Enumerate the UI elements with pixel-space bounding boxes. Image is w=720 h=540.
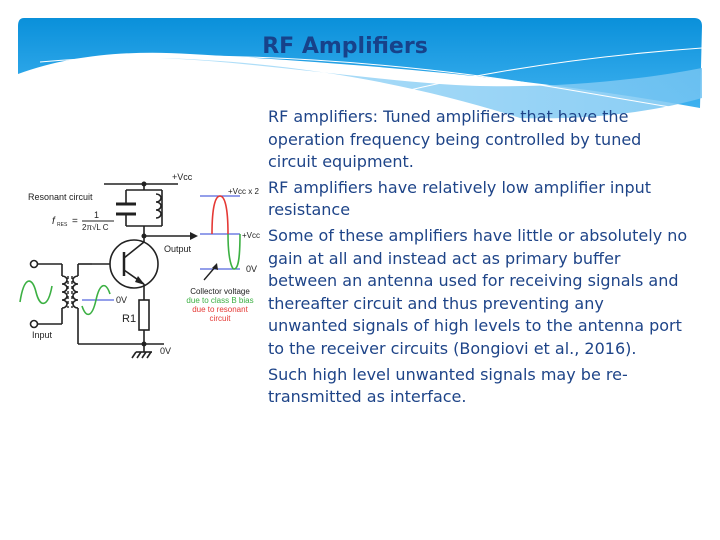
caption-class-b-bias: due to class B bias (186, 296, 253, 305)
bullet-item: RF amplifiers have relatively low amplif… (268, 177, 652, 220)
label-resonant-circuit: Resonant circuit (28, 192, 93, 202)
collector-wave-resonant (211, 195, 229, 235)
transistor-body (109, 239, 159, 289)
header-line-2 (329, 47, 703, 113)
slide-title: RF Amplifiers (262, 34, 428, 59)
formula-numerator: 1 (94, 210, 99, 220)
input-terminal-top (29, 259, 39, 269)
bullet-item: Such high level unwanted signals may be … (268, 364, 628, 407)
output-arrow (190, 232, 198, 240)
label-0v-ground: 0V (160, 346, 171, 356)
secondary-sine-wave (81, 284, 111, 316)
label-0v-level: 0V (246, 264, 257, 274)
input-sine-wave (19, 280, 53, 305)
header-wave-banner (18, 18, 703, 119)
label-vcc: +Vcc (172, 172, 193, 182)
bullet-list: RF amplifiers: Tuned amplifiers that hav… (268, 106, 688, 412)
resistor-r1 (138, 299, 150, 331)
bullet-item: Some of these amplifiers have little or … (268, 225, 688, 358)
emitter-arrow (135, 276, 145, 285)
label-vcc-level: +Vcc (242, 231, 260, 240)
input-terminal-bottom (29, 319, 39, 329)
label-0v-input: 0V (116, 295, 127, 305)
header-line-1 (39, 55, 703, 113)
collector-wave-class-b (227, 233, 241, 270)
formula-denominator: 2π√L C (82, 223, 109, 232)
bullet-item: RF amplifiers: Tuned amplifiers that hav… (268, 107, 642, 172)
caption-circuit: circuit (210, 314, 232, 323)
caption-collector-voltage: Collector voltage (190, 287, 250, 296)
formula-f: f (52, 216, 56, 227)
inductor-coil (155, 193, 162, 219)
primary-coil (61, 275, 68, 309)
label-r1: R1 (122, 313, 136, 325)
label-vcc-x2: +Vcc x 2 (228, 187, 259, 196)
formula-equals: = (72, 216, 78, 227)
caption-resonant: due to resonant (192, 305, 248, 314)
rf-amplifier-circuit-diagram: +Vcc Resonant circuit f RES = 1 2π√L C O… (19, 172, 260, 359)
secondary-coil (72, 275, 79, 309)
label-input: Input (32, 330, 53, 340)
label-output: Output (164, 244, 192, 254)
formula-subscript: RES (57, 222, 68, 228)
header-light-wave (160, 58, 702, 119)
capacitor (116, 202, 136, 216)
